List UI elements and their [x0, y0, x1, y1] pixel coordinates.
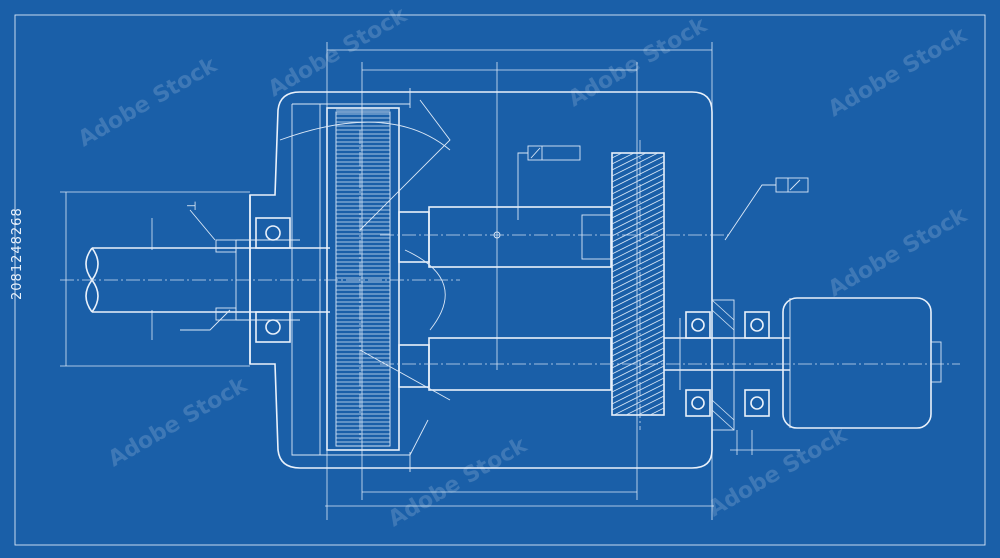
helical-tooth-line — [612, 197, 664, 225]
helical-tooth-line — [612, 420, 664, 446]
helical-tooth-line — [612, 153, 635, 165]
helical-tooth-line — [612, 153, 647, 171]
helical-tooth-line — [612, 185, 664, 213]
construction-arcs — [279, 99, 451, 456]
helical-tooth-line — [612, 353, 664, 381]
helical-tooth-line — [625, 395, 664, 415]
helical-tooth-line — [612, 209, 664, 237]
helical-tooth-line — [612, 341, 664, 369]
helical-tooth-line — [612, 335, 664, 363]
motor-dimension — [730, 430, 800, 455]
helical-tooth-line — [612, 227, 664, 255]
helical-gear — [611, 120, 665, 464]
large-spur-gear — [326, 107, 400, 451]
helical-tooth-line — [612, 317, 664, 345]
helical-tooth-line — [612, 305, 664, 333]
helical-tooth-line — [612, 120, 664, 146]
callout-flags — [517, 145, 809, 241]
helical-tooth-line — [612, 365, 664, 393]
center-lines — [60, 130, 960, 440]
helical-tooth-line — [612, 239, 664, 267]
tolerance-symbol: ⊣ — [186, 199, 196, 213]
helical-tooth-line — [612, 221, 664, 249]
helical-tooth-line — [612, 426, 664, 452]
helical-tooth-line — [637, 401, 664, 415]
helical-tooth-line — [612, 269, 664, 297]
helical-tooth-line — [612, 153, 659, 177]
helical-tooth-line — [612, 323, 664, 351]
countershaft-upper — [398, 206, 613, 268]
helical-tooth-line — [612, 233, 664, 261]
helical-tooth-line — [612, 257, 664, 285]
helical-tooth-line — [612, 275, 664, 303]
left-leaders: ⊣ — [180, 199, 231, 331]
helical-tooth-line — [612, 173, 664, 201]
helical-tooth-line — [661, 413, 664, 415]
helical-tooth-line — [612, 311, 664, 339]
helical-tooth-line — [612, 281, 664, 309]
helical-tooth-line — [612, 347, 664, 375]
helical-tooth-line — [612, 126, 664, 152]
output-shaft — [664, 318, 790, 390]
helical-tooth-line — [612, 153, 623, 159]
helical-tooth-line — [612, 191, 664, 219]
helical-tooth-line — [612, 432, 664, 458]
helical-tooth-line — [613, 389, 664, 415]
helical-tooth-line — [612, 215, 664, 243]
helical-tooth-line — [612, 251, 664, 279]
electric-motor — [782, 297, 942, 429]
stock-id-text: 2081248268 — [10, 207, 25, 300]
left-bearings — [215, 217, 291, 343]
helical-tooth-line — [612, 245, 664, 273]
right-bearings — [685, 299, 770, 431]
helical-tooth-line — [612, 438, 664, 464]
helical-tooth-line — [612, 287, 664, 315]
helical-tooth-line — [612, 179, 664, 207]
helical-tooth-line — [612, 299, 664, 327]
helical-tooth-line — [649, 407, 664, 415]
helical-tooth-line — [612, 371, 664, 399]
helical-tooth-line — [612, 377, 664, 405]
gearbox-housing — [249, 88, 713, 472]
helical-tooth-line — [612, 329, 664, 357]
helical-tooth-line — [612, 161, 664, 189]
left-dimensions — [60, 191, 250, 367]
helical-tooth-line — [612, 383, 664, 411]
drawing-frame — [14, 14, 986, 546]
helical-tooth-line — [612, 293, 664, 321]
helical-tooth-line — [612, 203, 664, 231]
helical-tooth-line — [612, 155, 664, 183]
helical-tooth-line — [612, 167, 664, 195]
helical-tooth-line — [612, 263, 664, 291]
